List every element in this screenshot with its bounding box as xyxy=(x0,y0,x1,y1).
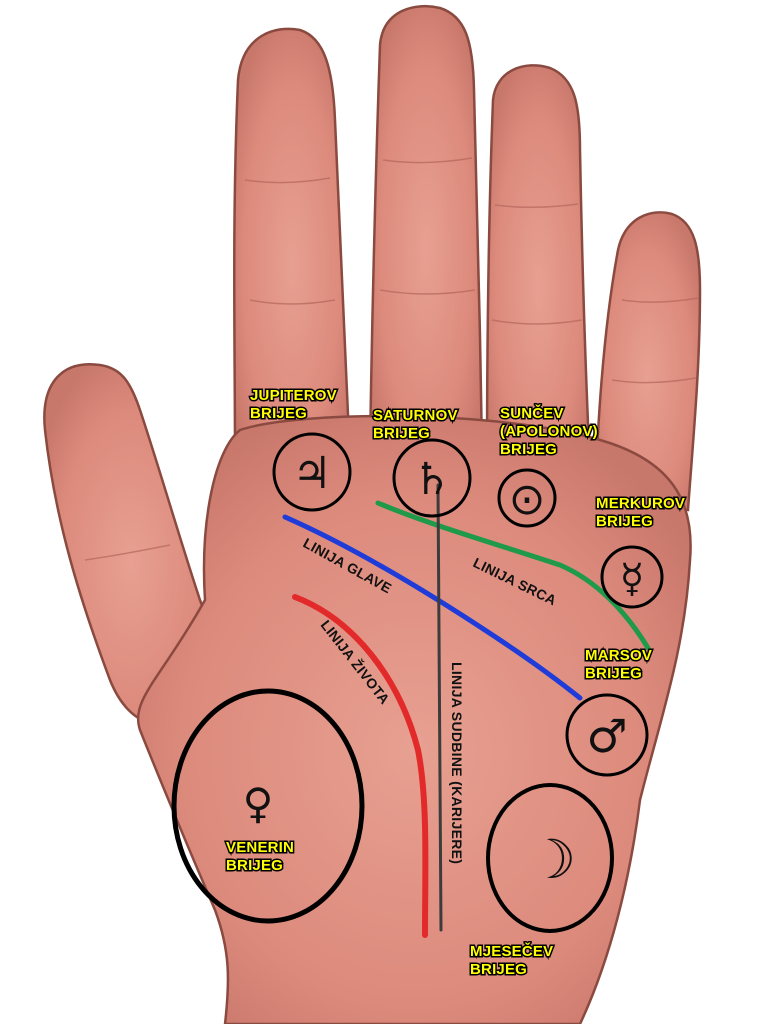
svg-text:MARSOV: MARSOV xyxy=(585,647,652,664)
svg-text:SUNČEV: SUNČEV xyxy=(500,404,564,422)
svg-text:(APOLONOV): (APOLONOV) xyxy=(500,423,598,440)
svg-text:MJESEČEV: MJESEČEV xyxy=(470,942,553,960)
sun-symbol-icon: ⊙ xyxy=(509,474,546,525)
svg-text:BRIJEG: BRIJEG xyxy=(585,665,642,682)
svg-text:BRIJEG: BRIJEG xyxy=(250,405,307,422)
svg-text:VENERIN: VENERIN xyxy=(226,839,294,856)
fate-line xyxy=(436,483,443,932)
svg-text:BRIJEG: BRIJEG xyxy=(226,857,283,874)
mars-label: MARSOV BRIJEG xyxy=(584,646,654,684)
venus-symbol-icon: ♀ xyxy=(243,779,274,828)
svg-text:BRIJEG: BRIJEG xyxy=(596,513,653,530)
index-finger xyxy=(233,27,352,462)
middle-finger xyxy=(368,4,484,452)
mercury-circle xyxy=(600,545,664,609)
saturn-symbol-icon: ♄ xyxy=(412,454,451,505)
mars-circle xyxy=(565,693,649,777)
svg-text:MERKUROV: MERKUROV xyxy=(596,495,685,512)
moon-symbol-icon: ☽ xyxy=(528,828,576,891)
venus-ellipse xyxy=(171,688,365,924)
life-line xyxy=(292,594,429,938)
moon-ellipse xyxy=(486,783,614,933)
sun-label: SUNČEV (APOLONOV) BRIJEG xyxy=(499,403,600,460)
svg-text:JUPITEROV: JUPITEROV xyxy=(250,387,337,404)
svg-text:BRIJEG: BRIJEG xyxy=(500,441,557,458)
head-line xyxy=(282,514,583,701)
heart-line xyxy=(375,500,651,651)
palm xyxy=(136,414,692,1024)
saturn-circle xyxy=(392,438,472,518)
hand-shape xyxy=(43,4,702,1024)
finger-creases xyxy=(84,157,700,561)
ring-finger xyxy=(485,64,592,472)
mercury-label: MERKUROV BRIJEG xyxy=(595,494,687,532)
little-finger xyxy=(593,211,702,512)
sun-circle xyxy=(497,468,557,528)
svg-text:SATURNOV: SATURNOV xyxy=(373,407,458,424)
saturn-label: SATURNOV BRIJEG xyxy=(372,406,459,444)
mercury-symbol-icon: ☿ xyxy=(620,556,645,602)
mars-symbol-icon: ♂ xyxy=(586,709,627,763)
svg-text:BRIJEG: BRIJEG xyxy=(373,425,430,442)
svg-text:BRIJEG: BRIJEG xyxy=(470,961,527,978)
venus-label: VENERIN BRIJEG xyxy=(225,838,296,876)
jupiter-label: JUPITEROV BRIJEG xyxy=(249,386,339,424)
jupiter-symbol-icon: ♃ xyxy=(292,448,331,499)
mount-circles xyxy=(171,432,664,933)
fate-line-label: LINIJA SUDBINE (KARIJERE) xyxy=(449,662,465,864)
jupiter-circle xyxy=(272,432,352,512)
moon-label: MJESEČEV BRIJEG xyxy=(469,941,555,980)
